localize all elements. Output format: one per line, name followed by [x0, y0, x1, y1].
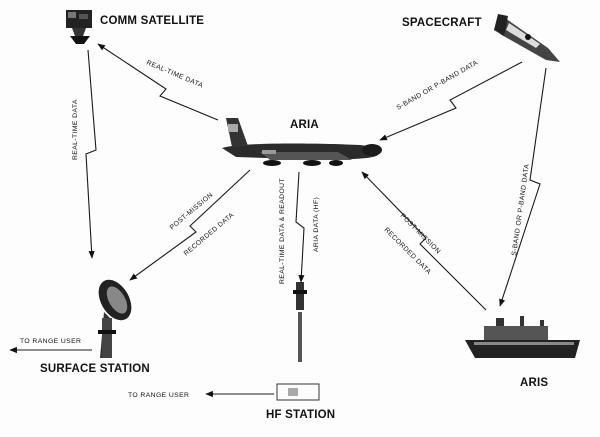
label-surface-to-range: TO RANGE USER: [20, 338, 81, 345]
link-aris-to-aria: [361, 171, 487, 311]
link-aria-to-satellite: [97, 43, 219, 121]
label-aria-to-surface-2: RECORDED DATA: [183, 212, 236, 258]
label-aria-to-surface-1: POST-MISSION: [169, 192, 215, 232]
link-spacecraft-to-aria: [379, 61, 523, 141]
aris-ship-picture: [465, 316, 580, 358]
spacecraft-picture: [494, 14, 560, 62]
comm-satellite-label: COMM SATELLITE: [100, 15, 204, 27]
link-spacecraft-to-aris: [499, 67, 547, 307]
hf-station-label: HF STATION: [266, 409, 335, 421]
comm-satellite-picture: [66, 10, 92, 44]
label-aria-to-hf-1: REAL-TIME DATA & READOUT: [279, 178, 286, 284]
label-spacecraft-to-aria: S-BAND OR P-BAND DATA: [396, 59, 480, 111]
surface-station-picture: [98, 279, 132, 358]
aria-label: ARIA: [290, 119, 319, 131]
link-aria-to-hf: [295, 171, 305, 283]
link-satellite-to-surface: [85, 49, 97, 259]
label-hf-to-range: TO RANGE USER: [128, 392, 189, 399]
aria-aircraft-picture: [222, 118, 382, 166]
link-aria-to-surface: [129, 169, 251, 281]
label-aria-to-satellite: REAL-TIME DATA: [145, 59, 204, 89]
label-satellite-to-surface: REAL-TIME DATA: [72, 99, 79, 160]
hf-station-picture: [276, 282, 320, 401]
aris-label: ARIS: [520, 377, 548, 389]
label-aria-to-hf-2: ARIA DATA (HF): [313, 197, 320, 252]
surface-station-label: SURFACE STATION: [40, 363, 150, 375]
spacecraft-label: SPACECRAFT: [402, 17, 482, 29]
